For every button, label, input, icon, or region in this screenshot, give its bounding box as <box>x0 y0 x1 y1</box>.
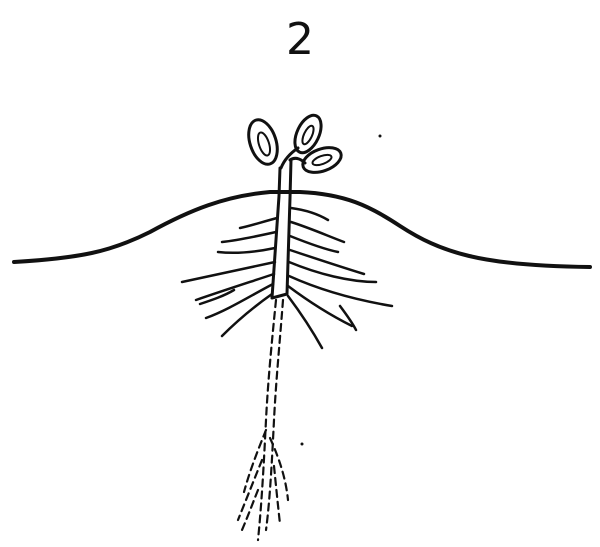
stem <box>272 160 291 298</box>
seed-leaves <box>244 111 345 177</box>
lateral-roots-left <box>182 218 277 336</box>
lateral-roots-right <box>288 208 392 348</box>
speck <box>301 443 304 446</box>
tap-root-dashed <box>238 300 288 540</box>
speck <box>379 135 382 138</box>
soil-surface <box>14 192 590 267</box>
